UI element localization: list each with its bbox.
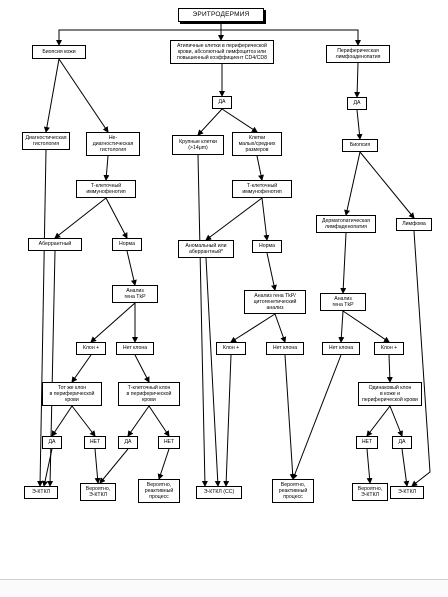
connector-arrow [105, 197, 128, 239]
connector-arrow [411, 230, 431, 487]
connector-arrow [359, 151, 415, 219]
connector-arrow [37, 149, 47, 487]
connector-arrow [366, 448, 373, 484]
connector-arrow [366, 405, 391, 437]
ectl-outcome-right-box: Э-КТКЛ [390, 486, 424, 499]
no-box-right: НЕТ [356, 436, 378, 449]
connector-arrow [389, 405, 403, 437]
connector-arrow [338, 310, 345, 343]
clone-positive-right-box: Клон + [374, 342, 404, 355]
connector-arrow [340, 232, 347, 294]
no-box-left-2: НЕТ [158, 436, 180, 449]
normal-middle-box: Норма [252, 240, 282, 253]
tcr-analysis-left-box: Анализ гена TkP [112, 285, 158, 303]
connector-arrow [94, 448, 101, 484]
connector-arrow [103, 155, 110, 181]
abnormal-aberrant-box: Аномальный или аберрантный* [178, 240, 234, 258]
connector-arrow [134, 354, 150, 383]
tcr-analysis-right-box: Анализ гена TkP [320, 293, 366, 311]
same-clone-skin-blood-box: Одинаковый клон в коже и периферической … [358, 382, 422, 406]
probable-ectl-outcome-box: Вероятно, Э-КТКЛ [80, 483, 116, 501]
connector-arrow [284, 354, 296, 480]
connector-arrow [292, 354, 342, 480]
connector-arrow [90, 302, 136, 343]
tcell-immunophenotype-middle-box: Т-клеточный иммунофенотип [232, 180, 292, 198]
probable-reactive-middle-box: Вероятно, реактивный процесс [272, 479, 314, 503]
connector-arrow [230, 313, 276, 343]
connector-arrow [197, 154, 208, 487]
connector-arrow [71, 405, 96, 437]
connector-arrow [126, 250, 137, 286]
no-box-left-1: НЕТ [84, 436, 106, 449]
ectl-outcome-left-box: Э-КТКЛ [24, 486, 58, 499]
connector-arrow [354, 62, 361, 98]
connector-arrow [58, 58, 109, 133]
yes-box-left-1: ДА [42, 436, 62, 449]
connector-arrow [221, 29, 361, 46]
normal-left-box: Норма [112, 238, 142, 251]
nondiagnostic-histology-box: Не- диагностическая гистология [86, 132, 140, 156]
connector-arrow [261, 197, 270, 241]
no-clone-right-box: Нет клона [322, 342, 360, 355]
no-clone-left-box: Нет клона [116, 342, 154, 355]
connector-arrow [221, 108, 258, 133]
connector-arrow [47, 250, 56, 487]
aberrant-box: Аберрантный [28, 238, 82, 251]
connector-arrow [43, 58, 60, 133]
connector-arrow [266, 252, 277, 291]
yes-box-right-bottom: ДА [392, 436, 412, 449]
peripheral-lymphadenopathy-box: Периферическая лимфоаденопатия [326, 45, 390, 63]
connector-arrows [37, 22, 431, 487]
yes-box-right: ДА [347, 97, 367, 110]
no-clone-middle-box: Нет клона [266, 342, 304, 355]
small-medium-cells-box: Клетки малых/средних размеров [232, 132, 282, 156]
atypical-cells-box: Атипичные клетки в периферической крови,… [170, 40, 274, 64]
connector-arrow [356, 109, 363, 140]
skin-biopsy-box: Биопсия кожи [32, 45, 86, 59]
biopsy-box: Биопсия [342, 139, 378, 152]
connector-arrow [54, 197, 107, 239]
page-footer [0, 580, 448, 597]
connector-arrow [342, 310, 390, 343]
connector-arrow [51, 405, 73, 437]
dermatopathic-lymphadenopathy-box: Дерматопатическая лимфаденопатия [316, 215, 376, 233]
connector-arrow [274, 313, 287, 343]
connector-arrow [205, 257, 221, 487]
connector-arrow [386, 354, 393, 383]
page-divider [0, 579, 448, 580]
yes-box-middle: ДА [212, 96, 232, 109]
connector-arrow [223, 354, 232, 487]
tcell-immunophenotype-left-box: Т-клеточный иммунофенотип [76, 180, 136, 198]
connector-arrow [99, 448, 129, 484]
connector-arrow [197, 108, 223, 136]
connector-arrow [205, 197, 263, 241]
connector-arrow [157, 448, 170, 480]
connector-arrow [127, 405, 150, 437]
clone-positive-left-box: Клон + [76, 342, 106, 355]
tcell-clone-peripheral-blood-box: Т-клеточный клон в периферической крови [118, 382, 180, 406]
probable-reactive-left-box: Вероятно, реактивный процесс [138, 479, 180, 503]
connector-arrow [71, 354, 92, 383]
connector-arrow [148, 405, 170, 437]
same-clone-peripheral-blood-box: Тот же клон в периферической крови [42, 382, 102, 406]
ectl-ss-outcome-box: Э-КТКЛ (СС) [196, 486, 242, 499]
probable-ectl-right-box: Вероятно, Э-КТКЛ [352, 483, 388, 501]
diagnostic-histology-box: Диагностическая гистология [22, 132, 70, 150]
connector-arrow [344, 151, 361, 216]
yes-box-left-2: ДА [118, 436, 138, 449]
large-cells-box: Крупные клетки (>14μm) [172, 135, 224, 155]
clone-positive-middle-box: Клон + [216, 342, 246, 355]
connector-arrow [401, 448, 410, 487]
erythroderma-root: ЭРИТРОДЕРМИЯ [178, 8, 264, 22]
lymphoma-box: Лимфома [396, 218, 432, 231]
connector-arrow [256, 155, 264, 181]
tcr-cytogenetic-analysis-box: Анализ гена TkP/ цитогенетический анализ [244, 290, 306, 314]
